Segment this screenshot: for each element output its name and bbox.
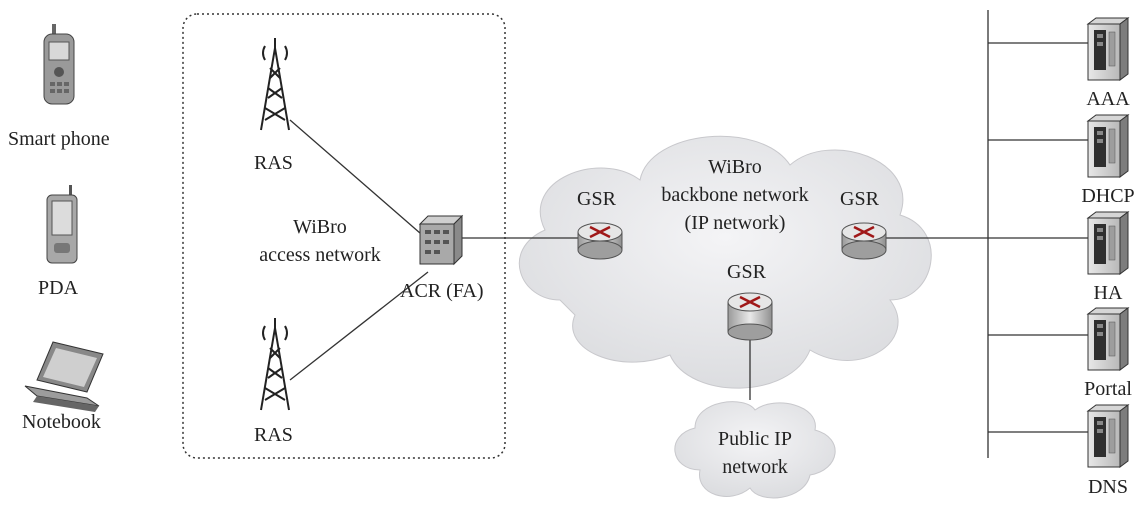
access-network-title-line2: access network xyxy=(259,244,381,266)
server-label-dns: DNS xyxy=(1087,476,1128,498)
backbone-title-line3: (IP network) xyxy=(684,212,786,234)
ras-bottom-label: RAS xyxy=(254,424,293,446)
gsr-bottom-label: GSR xyxy=(727,261,766,283)
backbone-title-line1: WiBro xyxy=(708,156,762,178)
pda-icon xyxy=(46,185,78,264)
server-label-ha: HA xyxy=(1093,282,1123,304)
server-icon-portal xyxy=(1086,307,1130,371)
backbone-cloud xyxy=(518,135,932,389)
public-network-line2: network xyxy=(722,456,788,478)
server-label-portal: Portal xyxy=(1084,378,1132,400)
public-ip-cloud xyxy=(674,401,836,499)
ras-top-label: RAS xyxy=(254,152,293,174)
ras-bottom-icon xyxy=(260,318,290,411)
server-icon-ha xyxy=(1086,211,1130,275)
smart-phone-icon xyxy=(43,24,75,105)
gsr-right-label: GSR xyxy=(840,188,879,210)
gsr-right-icon xyxy=(841,222,887,260)
gsr-left-label: GSR xyxy=(577,188,616,210)
servers xyxy=(1086,17,1130,468)
access-network-title-line1: WiBro xyxy=(293,216,347,238)
gsr-bottom-icon xyxy=(727,292,773,341)
notebook-icon xyxy=(24,341,104,412)
pda-label: PDA xyxy=(38,277,79,299)
server-label-dhcp: DHCP xyxy=(1081,185,1135,207)
server-label-aaa: AAA xyxy=(1086,88,1130,110)
access-network-boundary xyxy=(182,13,506,459)
gsr-left-icon xyxy=(577,222,623,260)
server-icon-dns xyxy=(1086,404,1130,468)
acr-icon xyxy=(418,214,464,266)
smart-phone-label: Smart phone xyxy=(8,128,110,150)
network-links xyxy=(289,10,1090,458)
link-ras-top-acr xyxy=(289,119,429,241)
backbone-title-line2: backbone network xyxy=(661,184,809,206)
notebook-label: Notebook xyxy=(22,411,101,433)
server-icon-aaa xyxy=(1086,17,1130,81)
link-ras-bottom-acr xyxy=(289,271,429,381)
public-network-line1: Public IP xyxy=(718,428,792,450)
server-icon-dhcp xyxy=(1086,114,1130,178)
acr-label: ACR (FA) xyxy=(400,280,484,302)
ras-top-icon xyxy=(260,38,290,131)
